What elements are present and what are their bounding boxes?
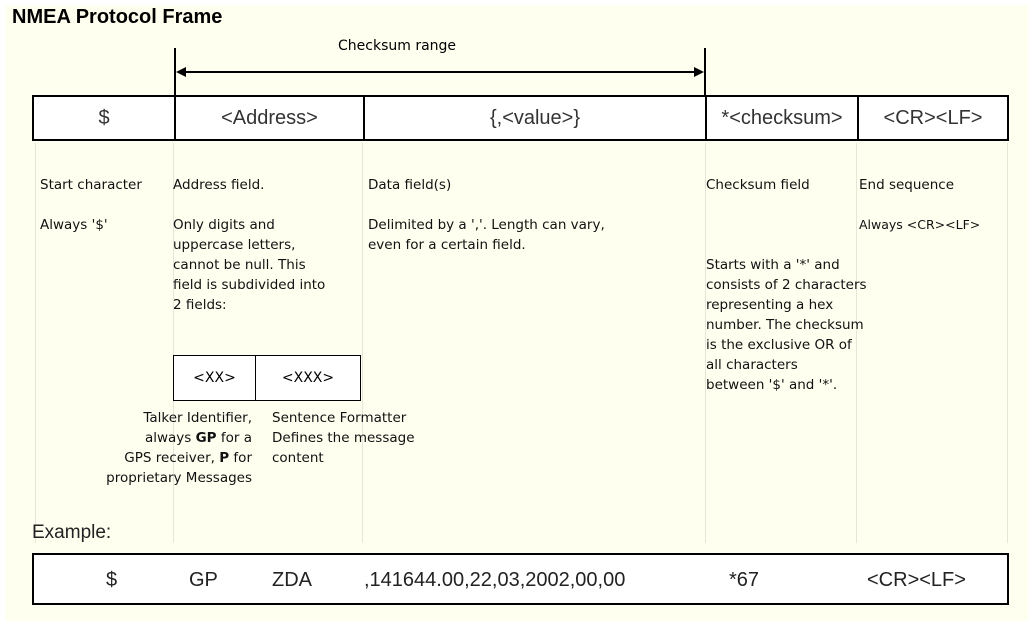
talker-box: <XX> <box>173 355 256 401</box>
end-detail: Always <CR><LF> <box>859 217 981 232</box>
arrow-right-icon <box>694 67 704 77</box>
column-guide <box>705 143 706 543</box>
checksum-detail-line: representing a hex <box>706 297 834 313</box>
frame-start-cell: $ <box>34 97 176 139</box>
example-talker: GP <box>189 569 218 591</box>
formatter-line: Sentence Formatter <box>272 410 407 426</box>
address-detail-line: uppercase letters, <box>173 237 296 253</box>
example-checksum: *67 <box>729 569 760 591</box>
checksum-detail: Starts with a '*' and consists of 2 char… <box>706 255 886 395</box>
checksum-range-line <box>178 71 702 73</box>
end-description: End sequence Always <CR><LF> <box>859 175 1009 235</box>
data-description: Data field(s) Delimited by a ','. Length… <box>368 175 698 255</box>
checksum-title: Checksum field <box>706 177 810 193</box>
address-title: Address field. <box>173 177 265 193</box>
checksum-detail-line: Starts with a '*' and <box>706 257 840 273</box>
talker-line: proprietary Messages <box>106 470 252 486</box>
example-end: <CR><LF> <box>867 569 966 591</box>
end-title: End sequence <box>859 177 955 193</box>
column-guide <box>856 143 857 543</box>
frame-value-cell: {,<value>} <box>365 97 707 139</box>
start-detail: Always '$' <box>40 217 108 233</box>
column-guide <box>173 143 174 543</box>
column-guide <box>1007 143 1008 543</box>
talker-line: GPS receiver, P for <box>124 450 252 466</box>
protocol-frame: $ <Address> {,<value>} *<checksum> <CR><… <box>32 95 1009 141</box>
checksum-description: Checksum field Starts with a '*' and con… <box>706 175 886 395</box>
address-detail-line: 2 fields: <box>173 297 227 313</box>
checksum-detail-line: all characters <box>706 357 798 373</box>
address-description: Address field. Only digits and uppercase… <box>173 175 358 315</box>
address-detail: Only digits and uppercase letters, canno… <box>173 215 358 315</box>
data-detail-line: even for a certain field. <box>368 237 526 253</box>
data-detail: Delimited by a ','. Length can vary, eve… <box>368 215 698 255</box>
checksum-detail-line: is the exclusive OR of <box>706 337 852 353</box>
example-formatter: ZDA <box>272 569 312 591</box>
frame-address-cell: <Address> <box>176 97 365 139</box>
talker-line: Talker Identifier, <box>143 410 252 426</box>
checksum-detail-line: consists of 2 characters <box>706 277 867 293</box>
start-description: Start character Always '$' <box>40 175 172 235</box>
example-data: ,141644.00,22,03,2002,00,00 <box>364 569 626 591</box>
address-detail-line: Only digits and <box>173 217 275 233</box>
formatter-description: Sentence Formatter Defines the message c… <box>272 408 472 468</box>
checksum-range-label: Checksum range <box>338 38 457 54</box>
column-guide <box>35 143 36 543</box>
diagram-title: NMEA Protocol Frame <box>12 6 223 28</box>
start-title: Start character <box>40 177 142 193</box>
example-start: $ <box>106 569 118 591</box>
data-title: Data field(s) <box>368 177 452 193</box>
frame-end-cell: <CR><LF> <box>883 106 983 129</box>
example-label: Example: <box>32 522 112 543</box>
talker-line: always GP for a <box>144 430 252 446</box>
checksum-range-right-tick <box>704 48 706 96</box>
column-guide <box>362 143 363 543</box>
address-detail-line: field is subdivided into <box>173 277 326 293</box>
data-detail-line: Delimited by a ','. Length can vary, <box>368 217 605 233</box>
checksum-range-left-tick <box>174 48 176 96</box>
formatter-line: Defines the message <box>272 430 415 446</box>
frame-checksum-cell: *<checksum> <box>707 97 859 139</box>
talker-description: Talker Identifier, always GP for a GPS r… <box>40 408 252 488</box>
address-detail-line: cannot be null. This <box>173 257 306 273</box>
checksum-detail-line: between '$' and '*'. <box>706 377 838 393</box>
example-frame: $ GP ZDA ,141644.00,22,03,2002,00,00 *67… <box>32 553 1009 605</box>
checksum-detail-line: number. The checksum <box>706 317 864 333</box>
arrow-left-icon <box>176 67 186 77</box>
formatter-box: <XXX> <box>256 355 361 401</box>
formatter-line: content <box>272 450 324 466</box>
